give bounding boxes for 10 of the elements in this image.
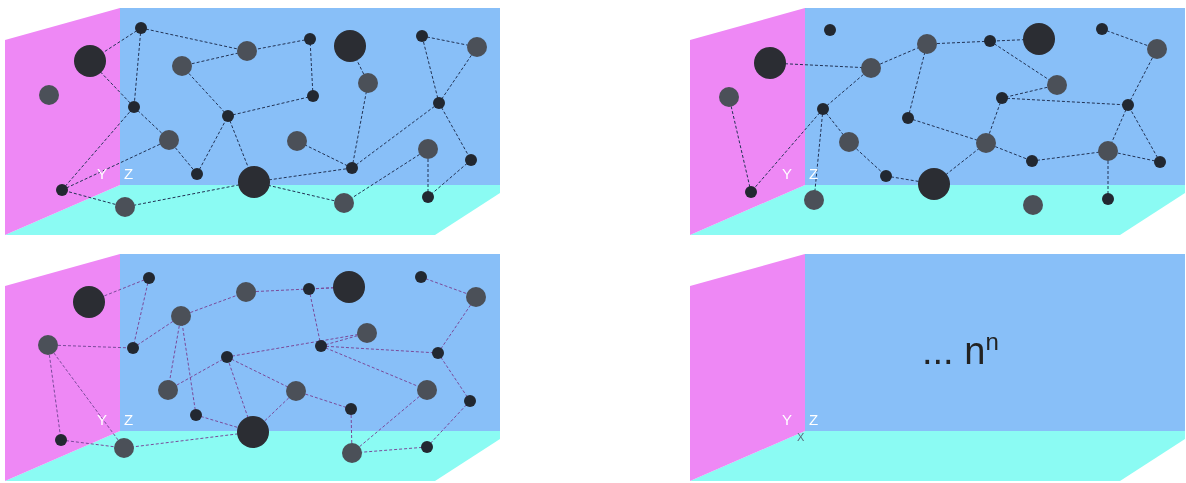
axis-label: Z xyxy=(124,166,134,181)
axis-label: Z xyxy=(809,412,819,427)
axis-label: Y xyxy=(782,412,792,427)
axis-label: Y xyxy=(97,166,107,181)
axis-label: Y xyxy=(97,412,107,427)
axis-label: Z xyxy=(809,166,819,181)
axis-label: Z xyxy=(124,412,134,427)
axis-label: X xyxy=(797,432,805,443)
axis-label: Y xyxy=(782,166,792,181)
ellipsis-formula: ... n$^{n}$ xyxy=(922,330,999,370)
